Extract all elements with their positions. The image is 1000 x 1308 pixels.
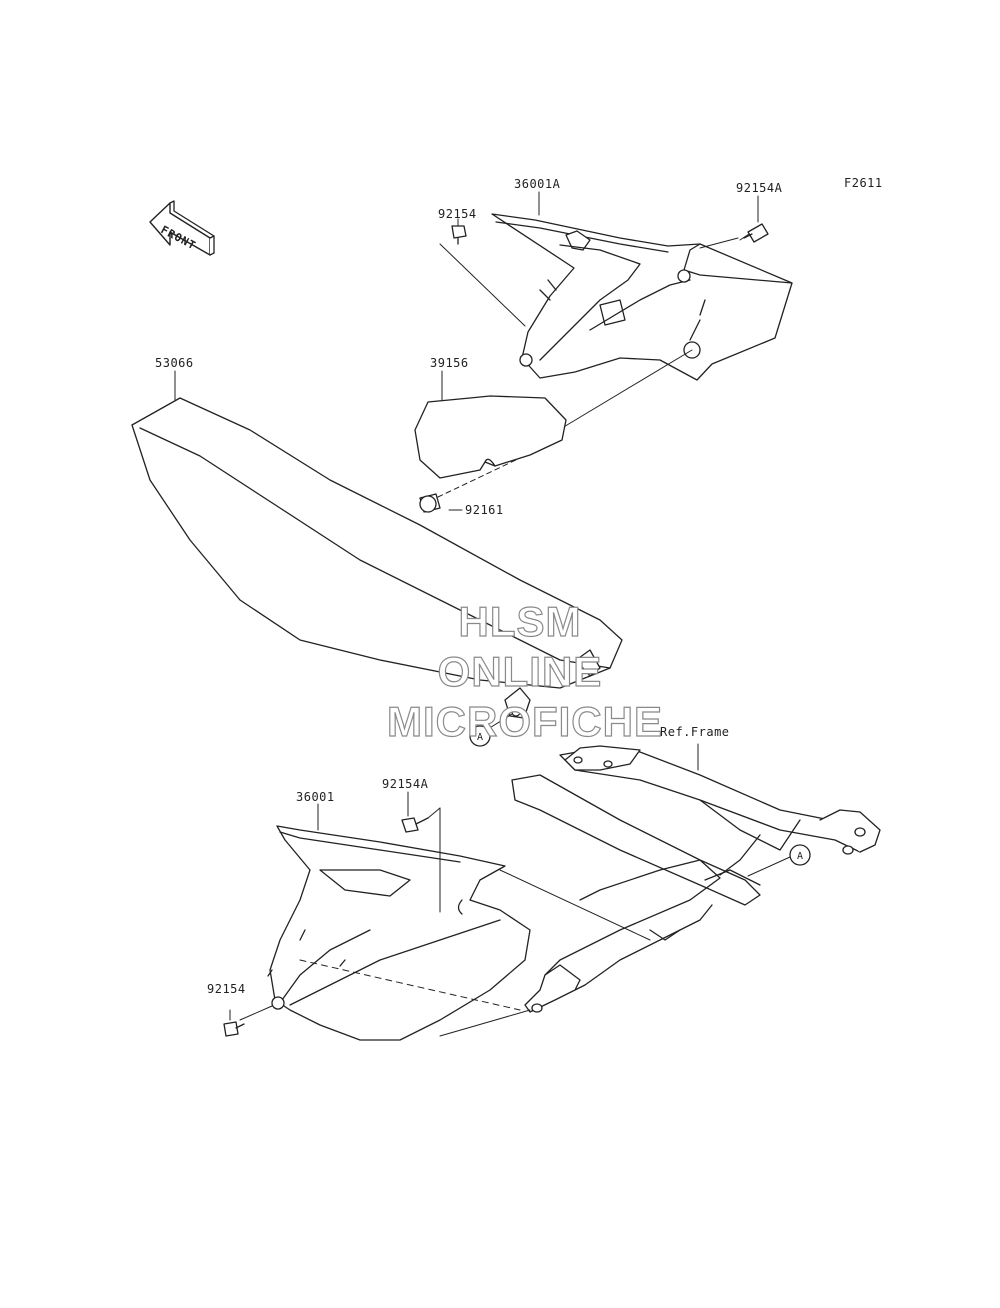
leader-lines-top [174, 191, 759, 511]
bolt-92154A-bottom-icon [401, 817, 429, 833]
part-label-36001: 36001 [296, 790, 335, 804]
part-label-53066: 53066 [155, 356, 194, 370]
watermark-line2: ONLINE [437, 647, 603, 695]
part-label-ref-frame: Ref.Frame [660, 725, 730, 739]
part-label-92161: 92161 [465, 503, 504, 517]
callout-a-seat: A [469, 713, 513, 747]
side-cover-lower-36001 [267, 825, 531, 1041]
figure-code: F2611 [844, 176, 883, 190]
pad-39156 [414, 395, 567, 479]
part-label-39156: 39156 [430, 356, 469, 370]
side-cover-upper-36001A [491, 213, 793, 381]
leader-lines-bottom [229, 791, 651, 1037]
bolt-92154A-top-icon [743, 223, 769, 243]
watermark-line1: HLSM [458, 597, 582, 645]
bolt-92154-top-icon [451, 225, 467, 245]
part-label-92154A-bottom: 92154A [382, 777, 429, 791]
svg-text:A: A [797, 851, 803, 862]
part-label-36001A: 36001A [514, 177, 561, 191]
bolt-92154-bottom-icon [223, 1021, 245, 1037]
part-label-92154-top: 92154 [438, 207, 477, 221]
watermark-line3: MICROFICHE [386, 697, 663, 745]
grommet-92161-icon [419, 493, 441, 513]
seat-53066 [131, 397, 623, 719]
callout-a-frame: A [747, 844, 811, 877]
part-label-92154-bottom: 92154 [207, 982, 246, 996]
part-label-92154A-top: 92154A [736, 181, 783, 195]
subframe [511, 743, 881, 1013]
svg-text:A: A [477, 732, 483, 743]
front-arrow-icon: FRONT [149, 200, 215, 256]
